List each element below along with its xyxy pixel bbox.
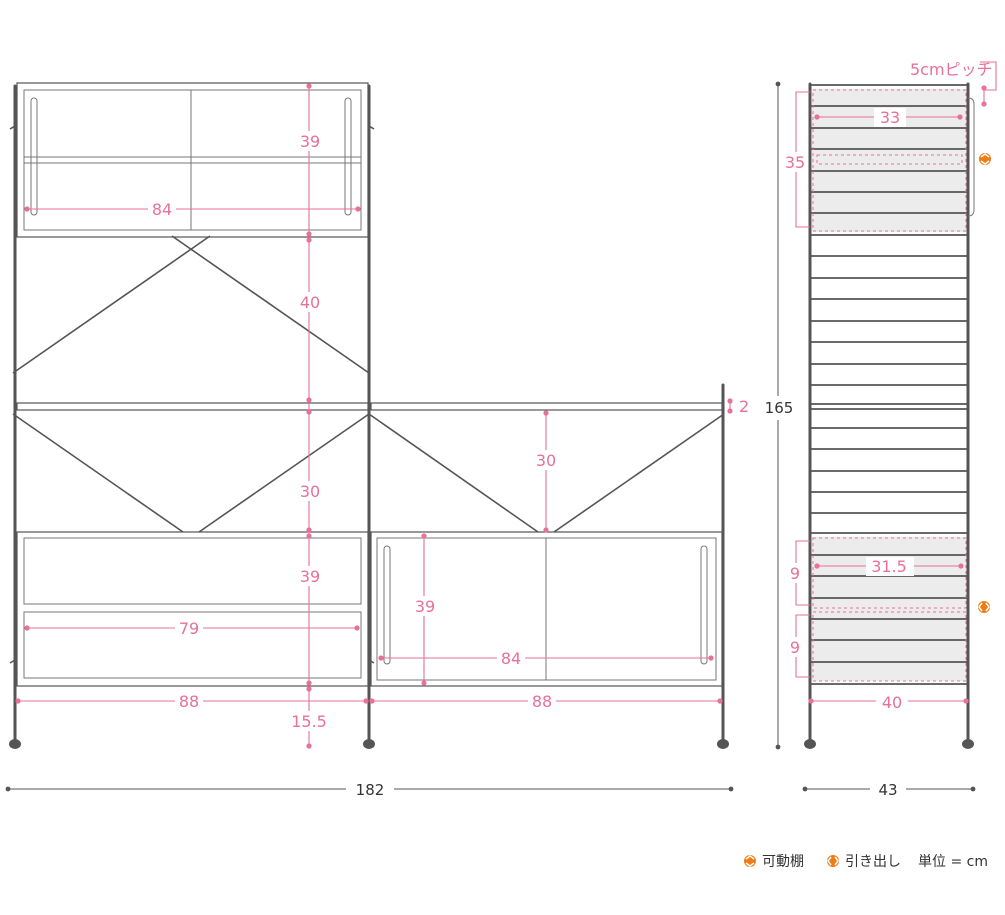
total-depth-label: 43 xyxy=(878,781,897,799)
cross-braces xyxy=(12,235,725,533)
movable-shelf-icon xyxy=(979,153,991,165)
left-width-label: 88 xyxy=(179,692,199,711)
side-depth-outer-label: 40 xyxy=(882,693,902,712)
side-slats xyxy=(810,84,968,685)
total-depth-dimension: 43 xyxy=(802,781,976,799)
feet xyxy=(9,739,729,749)
shelf-thickness-label: 2 xyxy=(739,397,749,416)
right-cabinet-height-label: 39 xyxy=(415,597,435,616)
right-width-label: 88 xyxy=(532,692,552,711)
side-drawer-width-label: 31.5 xyxy=(871,557,907,576)
legend: 可動棚 引き出し 単位 = cm xyxy=(744,854,988,870)
pitch-indicator: 5cmピッチ xyxy=(910,60,997,107)
right-inner-width-label: 84 xyxy=(501,649,521,668)
middle-height-label: 40 xyxy=(300,293,320,312)
side-drawer-outlines xyxy=(812,89,975,682)
drawer-inner-width-label: 79 xyxy=(179,619,199,638)
top-cabinet xyxy=(16,82,369,238)
front-view: 39 84 40 30 30 39 79 39 84 88 88 15.5 2 … xyxy=(5,82,749,799)
left-drawer-block xyxy=(16,531,369,687)
top-inner-width-label: 84 xyxy=(152,200,172,219)
side-inner-width-top-label: 33 xyxy=(880,108,900,127)
total-width-dimension: 182 xyxy=(5,781,734,799)
drawer-block-height-label: 39 xyxy=(300,567,320,586)
total-height-dimension: 165 xyxy=(765,81,794,750)
side-top-block-height-label: 35 xyxy=(785,153,805,172)
total-height-label: 165 xyxy=(765,399,794,417)
top-shelf-height-label: 39 xyxy=(300,132,320,151)
foot-height-label: 15.5 xyxy=(291,712,327,731)
side-drawer1-height-label: 9 xyxy=(790,564,800,583)
side-view: 5cmピッチ 33 35 31.5 xyxy=(765,60,997,799)
total-width-label: 182 xyxy=(356,781,385,799)
drawer-icon xyxy=(978,601,990,613)
drawer-icon xyxy=(827,855,839,867)
pitch-label: 5cmピッチ xyxy=(910,60,993,79)
posts xyxy=(9,84,725,742)
lower-gap-height-label: 30 xyxy=(300,482,320,501)
legend-drawer-label: 引き出し xyxy=(845,854,901,870)
front-dimension-lines xyxy=(15,83,733,749)
side-drawer2-height-label: 9 xyxy=(790,638,800,657)
front-dimension-labels: 39 84 40 30 30 39 79 39 84 88 88 15.5 2 xyxy=(152,132,749,731)
movable-shelf-icon xyxy=(744,855,756,867)
side-dimension-labels: 33 35 31.5 9 9 40 xyxy=(785,108,907,712)
right-gap-height-label: 30 xyxy=(536,451,556,470)
legend-movable-shelf-label: 可動棚 xyxy=(762,854,804,870)
legend-unit-label: 単位 = cm xyxy=(918,854,988,870)
